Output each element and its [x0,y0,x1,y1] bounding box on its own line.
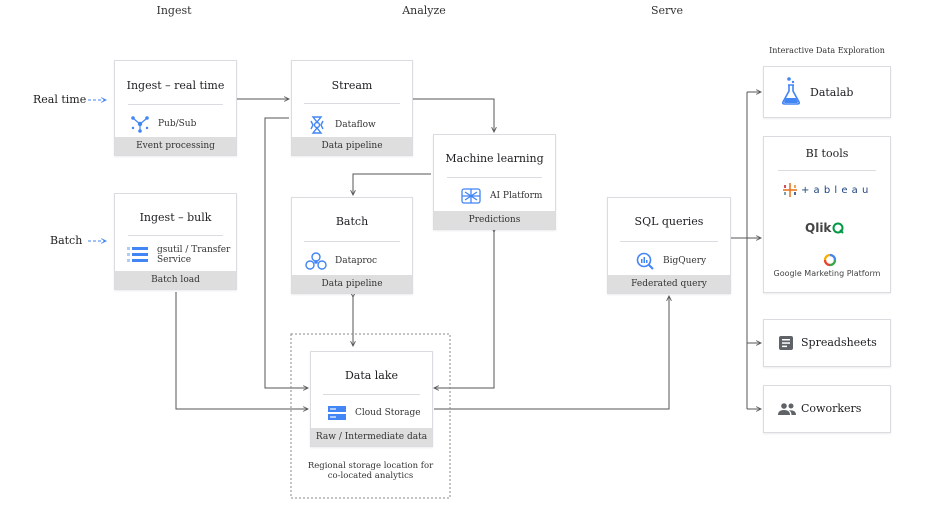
card-batch[interactable]: Batch Dataproc Data pipeline [291,197,413,294]
card-footer: Batch load [115,271,236,289]
service-label: AI Platform [490,191,543,201]
card-machine-learning[interactable]: Machine learning AI Platform Predictions [433,134,556,230]
service-label: Pub/Sub [158,119,197,129]
cloud-storage-icon [328,406,346,420]
arrow-datalake-to-sql [434,296,669,410]
arrow-ml-to-batch [353,173,431,195]
dataproc-icon [305,252,327,270]
service-label: Dataflow [335,120,376,130]
service-cloud-storage: Cloud Storage [327,405,421,421]
card-footer: Predictions [434,211,555,229]
arrow-stream-to-datalake [264,117,308,388]
card-footer: Event processing [115,137,236,155]
divider [778,170,876,171]
dataflow-icon [310,116,324,134]
card-ingest-realtime[interactable]: Ingest – real time Pub/Sub Event process… [114,60,237,156]
gmp-label: Google Marketing Platform [773,269,881,278]
service-bigquery: BigQuery [635,251,706,271]
datalab-flask-icon [781,77,801,105]
divider [128,235,223,236]
outputs-heading: Interactive Data Exploration [769,46,885,55]
qlik-wordmark: Qlik [805,221,832,235]
arrow-bulk-to-datalake [175,292,308,409]
column-header-serve: Serve [650,4,684,17]
divider [323,394,420,395]
card-footer: Federated query [608,275,730,293]
service-ai-platform: AI Platform [460,187,542,205]
coworkers-label: Coworkers [801,402,862,415]
column-header-analyze: Analyze [402,4,446,17]
note-line1: Regional storage location for [307,461,434,471]
regional-storage-region [290,333,451,499]
divider [620,241,718,242]
tableau-cross-icon [783,183,797,197]
service-dataproc: Dataproc [305,251,377,271]
card-sql-queries[interactable]: SQL queries BigQuery Federated query [607,197,731,294]
tableau-logo: + a b l e a u [782,182,869,198]
service-label-line1: gsutil / Transfer [157,245,231,255]
card-title: Machine learning [445,152,544,165]
service-label: Cloud Storage [355,408,421,418]
service-label: Dataproc [335,256,378,266]
card-footer: Raw / Intermediate data [311,428,432,446]
card-data-lake[interactable]: Data lake Cloud Storage Raw / Intermedia… [310,351,433,447]
arrow-stream-to-ml [413,98,494,132]
bigquery-icon [636,252,654,270]
pubsub-icon [131,116,149,133]
divider [128,104,223,105]
divider [304,241,400,242]
output-bi-tools[interactable]: BI tools + a b l e a u Qlik Google Marke… [763,136,891,293]
google-marketing-platform-icon [823,253,837,267]
input-label-batch: Batch [50,234,83,247]
card-title: Batch [335,215,369,228]
output-datalab[interactable]: Datalab [763,66,891,118]
card-title: Ingest – real time [126,79,225,92]
output-spreadsheets[interactable]: Spreadsheets [763,319,891,367]
qlik-logo: Qlik [805,221,845,235]
card-title: Ingest – bulk [139,211,212,224]
service-dataflow: Dataflow [307,115,376,135]
service-label-line2: Service [157,255,192,265]
output-coworkers[interactable]: Coworkers [763,385,891,433]
card-title: SQL queries [634,215,704,228]
divider [304,103,400,104]
qlik-q-icon [832,222,845,234]
spreadsheet-icon [779,336,793,350]
ai-platform-icon [461,188,481,204]
card-title: Data lake [344,369,399,382]
input-label-realtime: Real time [33,93,87,106]
service-pubsub: Pub/Sub [130,115,196,133]
spreadsheets-label: Spreadsheets [801,336,877,349]
service-label: BigQuery [663,256,707,266]
card-footer: Data pipeline [292,275,412,293]
people-icon [778,403,796,415]
datalab-label: Datalab [810,86,854,99]
bi-tools-title: BI tools [805,147,849,160]
divider [447,177,542,178]
card-title: Stream [331,79,373,92]
note-line2: co-located analytics [327,471,414,481]
regional-storage-note: Regional storage location for co-located… [291,461,450,481]
column-header-ingest: Ingest [156,4,192,17]
card-stream[interactable]: Stream Dataflow Data pipeline [291,60,413,156]
arrow-ml-datalake [434,232,494,388]
storage-transfer-icon [127,247,148,262]
tableau-wordmark: + a b l e a u [801,184,869,196]
card-footer: Data pipeline [292,137,412,155]
